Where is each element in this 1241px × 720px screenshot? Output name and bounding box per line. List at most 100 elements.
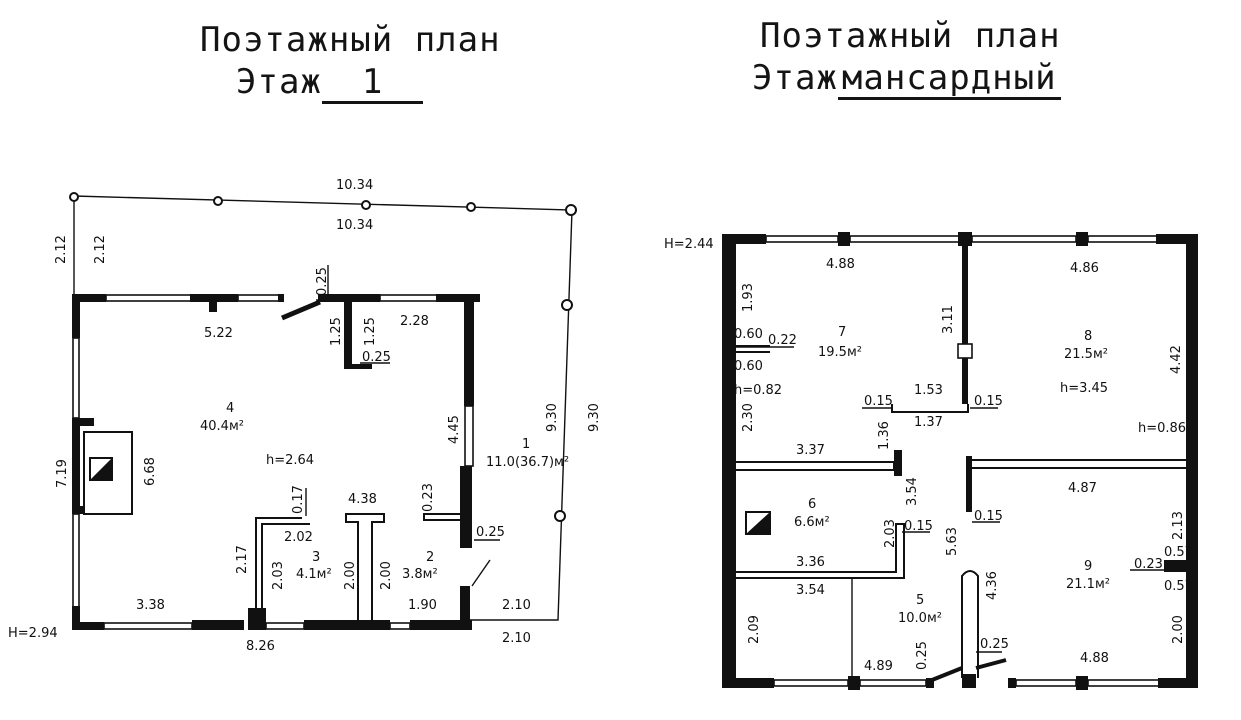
dim-338: 3.38: [136, 598, 165, 613]
left-door-swing: [471, 559, 491, 587]
right-fireplace-icon-fill: [746, 512, 770, 534]
right-wall-top-a: [722, 234, 766, 244]
room-7-area: 19.5м²: [818, 345, 862, 360]
right-post-bottom: [962, 674, 976, 688]
right-partition-center-mid: [966, 456, 972, 512]
dim-017: 0.17: [291, 485, 306, 514]
left-partition-stub: [423, 513, 463, 521]
dim-057-a: 0.57: [1164, 545, 1193, 560]
dim-200-b: 2.00: [379, 561, 394, 590]
right-partition-room6-jamb: [894, 450, 902, 476]
dim-015-a: 0.15: [864, 394, 893, 409]
right-wall-right-niche: [1164, 560, 1188, 572]
room-2-area: 3.8м²: [402, 567, 438, 582]
left-post-marker: [69, 192, 79, 202]
left-partition-bath: [255, 517, 302, 612]
right-floor-plan: H=2.44 4.88 4.86 1.93 3.11 4.42 0.60 0.2…: [664, 232, 1198, 690]
dim-210-a: 2.10: [502, 598, 531, 613]
left-window-top-1: [105, 294, 193, 302]
dim-right-outer-b: 9.30: [587, 403, 602, 432]
dim-023: 0.23: [421, 483, 436, 512]
room-3-number: 3: [312, 550, 320, 565]
left-wall-bottom-a: [72, 622, 104, 630]
room-8-height: h=3.45: [1060, 381, 1108, 396]
room-2-number: 2: [426, 550, 434, 565]
right-partition-room6-bottom: [736, 523, 905, 579]
dim-022: 0.22: [768, 333, 797, 348]
left-fireplace-icon-fill: [90, 458, 112, 480]
right-height-mark: H=2.44: [664, 237, 714, 252]
dim-203: 2.03: [271, 561, 286, 590]
room-7-number: 7: [838, 325, 846, 340]
left-pier-top: [209, 294, 217, 312]
left-plan-floor-value: 1: [321, 65, 424, 104]
left-wall-top-c: [278, 294, 284, 302]
left-partition-wc: [345, 513, 385, 620]
dim-826: 8.26: [246, 639, 275, 654]
right-window-bottom-2: [859, 679, 927, 687]
dim-203: 2.03: [883, 519, 898, 548]
left-window-bottom-1: [103, 622, 193, 630]
right-partition-room6-top: [736, 461, 895, 471]
left-window-bottom-3: [389, 622, 411, 630]
dim-023: 0.23: [1134, 557, 1163, 572]
dim-fireplace: 6.68: [143, 457, 158, 486]
room-8-number: 8: [1084, 329, 1092, 344]
left-wall-bottom-pier: [248, 608, 266, 630]
room-1-number: 1: [522, 437, 530, 452]
left-post-marker: [466, 202, 476, 212]
dim-025-b: 0.25: [980, 637, 1009, 652]
dim-354-v: 3.54: [905, 477, 920, 506]
dim-336: 3.36: [796, 555, 825, 570]
right-window-top-1: [765, 235, 839, 243]
dim-200-a: 2.00: [343, 561, 358, 590]
right-plan-floor-value: мансардный: [837, 61, 1061, 100]
right-partition-shelf: [891, 404, 969, 413]
left-door-leaf: [281, 299, 321, 321]
room-8-area: 21.5м²: [1064, 347, 1108, 362]
dim-193: 1.93: [741, 283, 756, 312]
dim-209: 2.09: [747, 615, 762, 644]
dim-488-top: 4.88: [826, 257, 855, 272]
dim-337: 3.37: [796, 443, 825, 458]
left-post-marker: [361, 200, 371, 210]
dim-438: 4.38: [348, 492, 377, 507]
dim-025-top: 0.25: [315, 267, 330, 296]
dim-015-d: 0.15: [974, 509, 1003, 524]
dim-057-b: 0.57: [1164, 579, 1193, 594]
left-wall-top-a: [72, 294, 106, 302]
room-6-number: 6: [808, 497, 816, 512]
left-wall-left-a: [72, 294, 80, 338]
room-9-area: 21.1м²: [1066, 577, 1110, 592]
height-082: h=0.82: [734, 383, 782, 398]
room-4-height: h=2.64: [266, 453, 314, 468]
left-plan-title-line1: Поэтажный план: [200, 20, 501, 60]
left-plan-floor-label: Этаж: [236, 62, 322, 102]
left-partition-niche-foot: [344, 364, 372, 369]
dim-top-outer: 10.34: [336, 178, 373, 193]
dim-217: 2.17: [235, 545, 250, 574]
right-partition-stair: [961, 570, 979, 678]
height-086: h=0.86: [1138, 421, 1186, 436]
dim-354-h: 3.54: [796, 583, 825, 598]
left-floor-plan: 10.34 10.34 2.12 2.12 9.30 9.30 7.19 6.6…: [8, 178, 602, 654]
dim-563: 5.63: [945, 527, 960, 556]
dim-228: 2.28: [400, 314, 429, 329]
left-wall-bottom-d: [410, 620, 472, 630]
dim-060-b: 0.60: [734, 359, 763, 374]
right-partition-center-top: [962, 244, 968, 404]
left-wall-left-b: [72, 418, 94, 426]
dim-137: 1.37: [914, 415, 943, 430]
dim-442: 4.42: [1169, 345, 1184, 374]
left-wall-right-b: [460, 466, 472, 548]
dim-left-wall: 7.19: [55, 459, 70, 488]
right-door-leaf-left: [931, 666, 963, 682]
left-wall-left-e: [72, 606, 80, 630]
right-wall-bottom-b: [926, 678, 934, 688]
right-window-top-3: [971, 235, 1077, 243]
dim-right-outer-a: 9.30: [545, 403, 560, 432]
room-6-area: 6.6м²: [794, 515, 830, 530]
dim-210-b: 2.10: [502, 631, 531, 646]
